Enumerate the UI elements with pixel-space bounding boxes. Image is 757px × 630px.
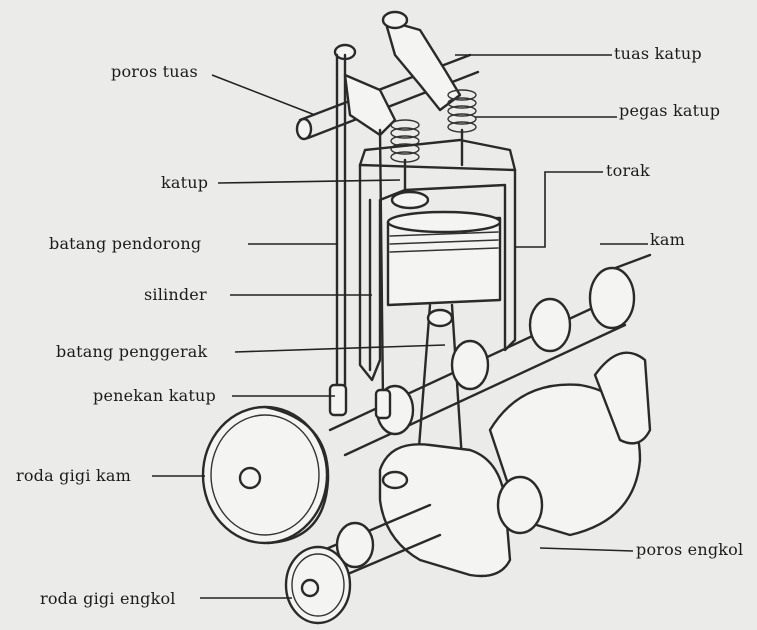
label-silinder: silinder bbox=[144, 285, 207, 304]
label-katup: katup bbox=[161, 173, 209, 192]
label-roda-gigi-kam: roda gigi kam bbox=[16, 466, 131, 485]
label-poros-engkol: poros engkol bbox=[636, 540, 744, 559]
leader-lines bbox=[152, 54, 648, 599]
piston bbox=[386, 210, 502, 307]
label-poros-tuas: poros tuas bbox=[111, 62, 198, 81]
cylinder bbox=[358, 138, 517, 382]
label-penekan-katup: penekan katup bbox=[93, 386, 216, 405]
rocker-arms bbox=[333, 10, 462, 137]
label-kam: kam bbox=[650, 230, 686, 249]
label-roda-gigi-engkol: roda gigi engkol bbox=[40, 589, 176, 608]
valve-lifters bbox=[328, 383, 392, 420]
label-torak: torak bbox=[606, 161, 650, 180]
label-batang-pendorong: batang pendorong bbox=[49, 234, 202, 253]
push-rods bbox=[335, 53, 385, 402]
label-tuas-katup: tuas katup bbox=[614, 44, 702, 63]
crank-gear bbox=[284, 545, 352, 625]
label-pegas-katup: pegas katup bbox=[619, 101, 721, 120]
valve bbox=[390, 190, 430, 210]
label-batang-penggerak: batang penggerak bbox=[56, 342, 208, 361]
cam-gear bbox=[201, 405, 330, 545]
connecting-rod bbox=[416, 303, 464, 462]
